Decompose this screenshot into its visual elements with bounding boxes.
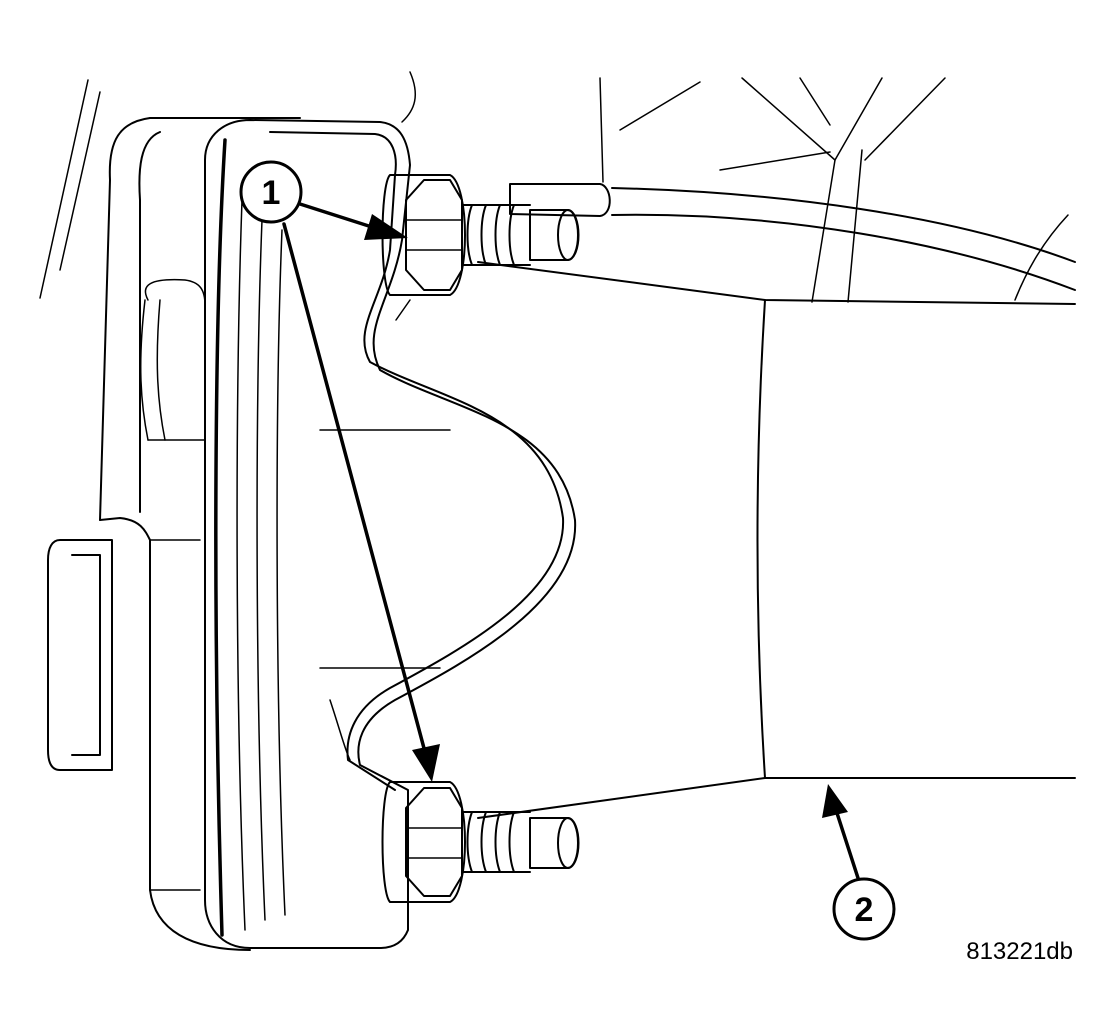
arrowhead-lower-nut [412,744,440,782]
callout-1: 1 [239,160,303,224]
callout-2: 2 [832,877,896,941]
axle-housing [477,261,1076,819]
figure-id-label: 813221db [966,938,1073,965]
upper-nut-and-stud [381,174,580,296]
callout-2-leader [822,784,860,880]
backing-plate [47,117,301,951]
callout-2-number: 2 [855,891,874,929]
mount-bracket [204,119,577,949]
arrowhead-axle [822,784,848,818]
callout-1-leaders [282,202,440,782]
cable [509,183,1076,291]
lower-nut-and-stud [381,781,580,903]
callout-1-number: 1 [262,174,281,212]
background-structure [39,71,1069,303]
arrowhead-upper-nut [364,214,408,240]
